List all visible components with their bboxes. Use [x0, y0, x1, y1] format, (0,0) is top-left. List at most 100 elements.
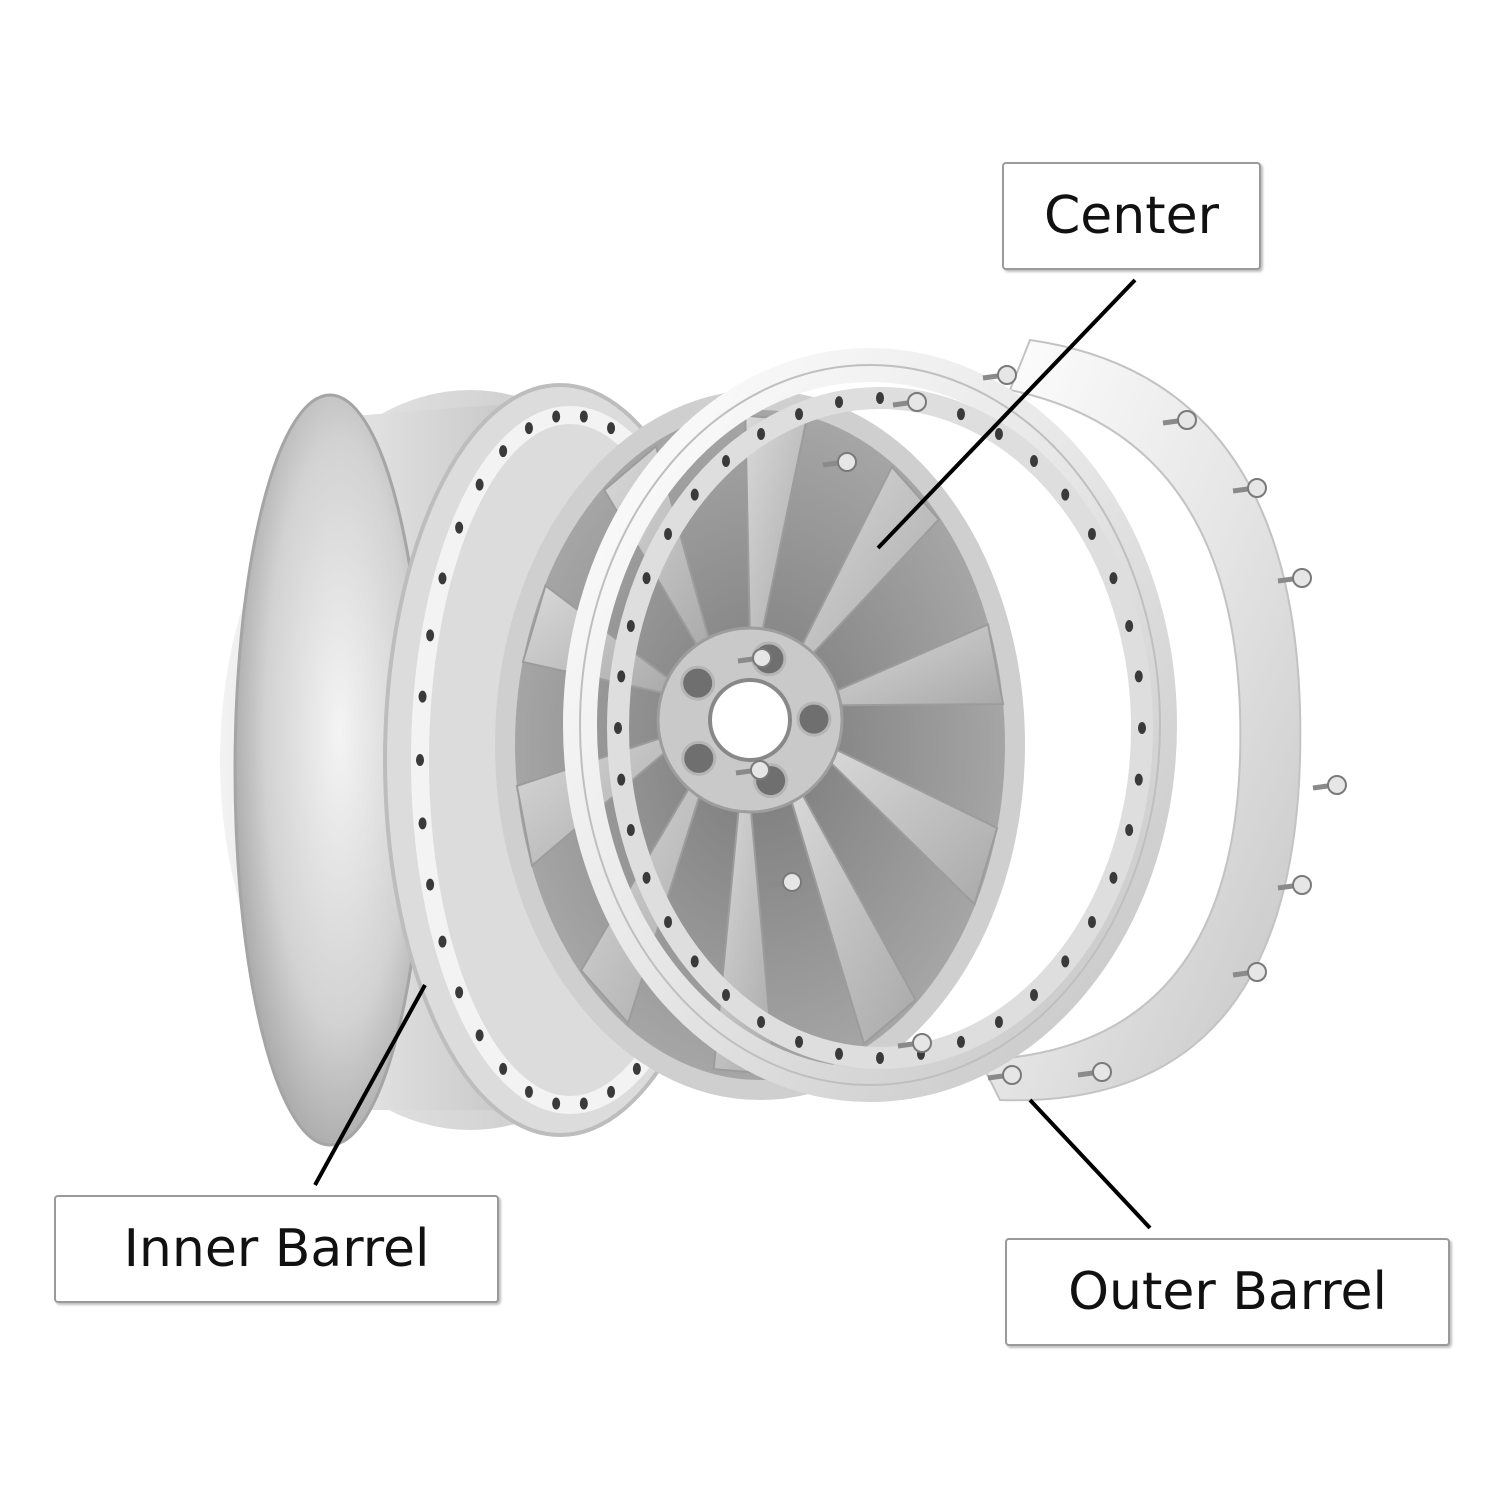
inner-bolt-hole-16: [426, 878, 435, 891]
bolt-head: [1292, 568, 1312, 588]
outer-bolt-hole-5: [1087, 915, 1096, 928]
outer-bolt-hole-29: [795, 408, 804, 421]
inner-bolt-hole-10: [552, 1097, 561, 1110]
bolt-head: [1292, 875, 1312, 895]
outer-bolt-hole-22: [617, 670, 626, 683]
bolt-10: [1162, 410, 1197, 430]
bolt-11: [1232, 478, 1267, 498]
inner-bolt-hole-14: [455, 986, 464, 999]
bolt-7: [897, 1033, 932, 1053]
outer-bolt-hole-4: [1109, 871, 1118, 884]
outer-bolt-hole-23: [626, 620, 635, 633]
outer-bolt-hole-2: [1134, 773, 1143, 786]
inner-bolt-hole-27: [579, 410, 588, 423]
outer-bolt-hole-1: [1138, 722, 1146, 734]
outer-bolt-hole-14: [757, 1016, 766, 1029]
bolt-5: [735, 760, 770, 780]
outer-bolt-hole-37: [1087, 528, 1096, 541]
bolt-head: [750, 760, 770, 780]
outer-bolt-hole-6: [1061, 955, 1070, 968]
outer-bolt-hole-7: [1029, 988, 1038, 1001]
outer-bolt-hole-18: [642, 871, 651, 884]
bolt-head: [1327, 775, 1347, 795]
inner-bolt-hole-17: [418, 817, 427, 830]
bolt-head: [907, 392, 927, 412]
inner-bolt-hole-19: [418, 690, 427, 703]
outer-barrel-part: [563, 338, 1347, 1102]
bolt-head: [912, 1033, 932, 1053]
outer-bolt-hole-36: [1061, 488, 1070, 501]
inner-bolt-hole-21: [438, 572, 447, 585]
inner-bolt-hole-13: [475, 1029, 484, 1042]
inner-bolt-hole-18: [416, 754, 424, 766]
inner-bolt-hole-25: [524, 422, 533, 435]
inner-bolt-hole-28: [607, 422, 616, 435]
outer-bolt-hole-33: [956, 408, 965, 421]
outer-bolt-hole-39: [1125, 620, 1134, 633]
inner-bolt-hole-24: [499, 445, 508, 458]
outer-bolt-hole-28: [757, 427, 766, 440]
bolt-head: [997, 365, 1017, 385]
leader-line-inner-barrel: [313, 984, 427, 1186]
outer-bolt-hole-35: [1029, 455, 1038, 468]
label-inner-barrel: Inner Barrel: [54, 1195, 499, 1303]
inner-bolt-hole-11: [524, 1085, 533, 1098]
label-center: Center: [1002, 162, 1261, 270]
bolt-head: [837, 452, 857, 472]
outer-bolt-hole-30: [835, 396, 844, 409]
inner-bolt-hole-20: [426, 629, 435, 642]
inner-bolt-hole-15: [438, 935, 447, 948]
inner-bolt-hole-12: [499, 1062, 508, 1075]
outer-bolt-hole-16: [690, 955, 699, 968]
assembly-bolts: [735, 365, 1347, 1085]
center-hub: [656, 626, 844, 814]
outer-bolt-hole-31: [876, 392, 884, 404]
outer-bolt-hole-12: [835, 1047, 844, 1060]
outer-bolt-hole-15: [722, 988, 731, 1001]
outer-bolt-hole-38: [1109, 572, 1118, 585]
inner-bolt-hole-7: [632, 1062, 641, 1075]
bolt-head: [1092, 1062, 1112, 1082]
bolt-head: [1002, 1065, 1022, 1085]
leader-line-outer-barrel: [1028, 1098, 1152, 1230]
outer-bolt-hole-9: [956, 1035, 965, 1048]
bolt-6: [767, 872, 802, 892]
outer-bolt-hole-20: [617, 773, 626, 786]
outer-bolt-hole-24: [642, 572, 651, 585]
inner-bolt-hole-8: [607, 1085, 616, 1098]
inner-bolt-hole-9: [579, 1097, 588, 1110]
outer-bolt-hole-34: [994, 427, 1003, 440]
bolt-4: [737, 648, 772, 668]
lug-hole-2: [796, 701, 832, 737]
outer-bolt-hole-25: [664, 528, 673, 541]
outer-barrel-bolt-holes: [614, 392, 1146, 1064]
lug-hole-4: [681, 740, 717, 776]
inner-bolt-hole-23: [475, 478, 484, 491]
bolt-8: [987, 1065, 1022, 1085]
bolt-1: [982, 365, 1017, 385]
outer-bolt-hole-26: [690, 488, 699, 501]
bolt-head: [782, 872, 802, 892]
outer-bolt-hole-13: [795, 1035, 804, 1048]
outer-bolt-hole-19: [626, 823, 635, 836]
outer-bolt-hole-3: [1125, 823, 1134, 836]
outer-bolt-hole-27: [722, 455, 731, 468]
outer-bolt-hole-11: [876, 1052, 884, 1064]
bolt-head: [1247, 478, 1267, 498]
bolt-head: [1247, 962, 1267, 982]
bolt-head: [1177, 410, 1197, 430]
bolt-14: [1277, 875, 1312, 895]
bolt-head: [752, 648, 772, 668]
lug-hole-5: [680, 665, 716, 701]
outer-bolt-hole-21: [614, 722, 622, 734]
outer-bolt-hole-17: [664, 915, 673, 928]
bolt-13: [1312, 775, 1347, 795]
bolt-3: [822, 452, 857, 472]
inner-bolt-hole-22: [455, 521, 464, 534]
outer-bolt-hole-40: [1134, 670, 1143, 683]
outer-bolt-hole-8: [994, 1016, 1003, 1029]
bolt-9: [1077, 1062, 1112, 1082]
bolt-15: [1232, 962, 1267, 982]
inner-bolt-hole-26: [552, 410, 561, 423]
